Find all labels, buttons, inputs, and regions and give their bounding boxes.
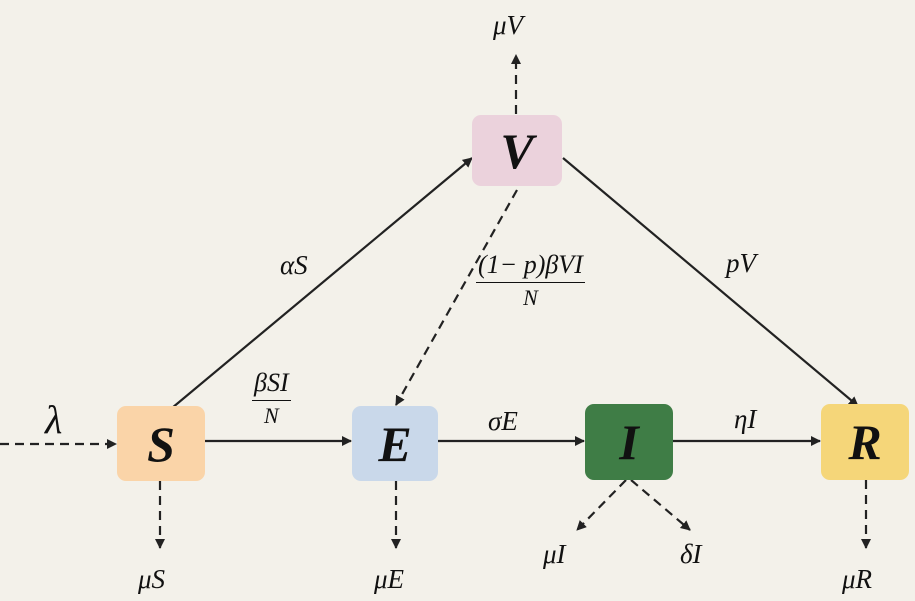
breakthrough-denominator: N [523,285,538,310]
arrow-v-to-e [395,189,518,406]
label-death-i-disease: δI [680,539,702,569]
label-death-r: μR [842,564,873,594]
label-breakthrough-rate: (1− p)βVI N [476,252,585,309]
arrow-death-i-disease [630,479,691,531]
label-recruitment: λ [45,397,63,442]
compartment-r: R [821,404,909,480]
label-recovery: ηI [734,404,757,434]
compartment-i: I [585,404,673,480]
label-death-v: μV [493,10,524,40]
label-incubation: σE [488,406,518,436]
label-vaccination: αS [280,250,308,280]
label-death-i-natural: μI [543,539,566,569]
breakthrough-numerator: (1− p)βVI [476,252,585,283]
label-death-e: μE [374,564,405,594]
label-vaccine-waning: pV [726,248,756,278]
compartment-v: V [472,115,562,186]
label-death-s: μS [138,564,166,594]
compartment-s: S [117,406,205,481]
arrow-death-i-natural [576,479,627,531]
compartment-e: E [352,406,438,481]
arrow-v-to-r [562,157,859,407]
arrow-s-to-v [171,157,473,409]
label-infection-rate: βSI N [252,370,291,427]
infection-denominator: N [263,403,279,428]
infection-numerator: βSI [252,370,291,401]
